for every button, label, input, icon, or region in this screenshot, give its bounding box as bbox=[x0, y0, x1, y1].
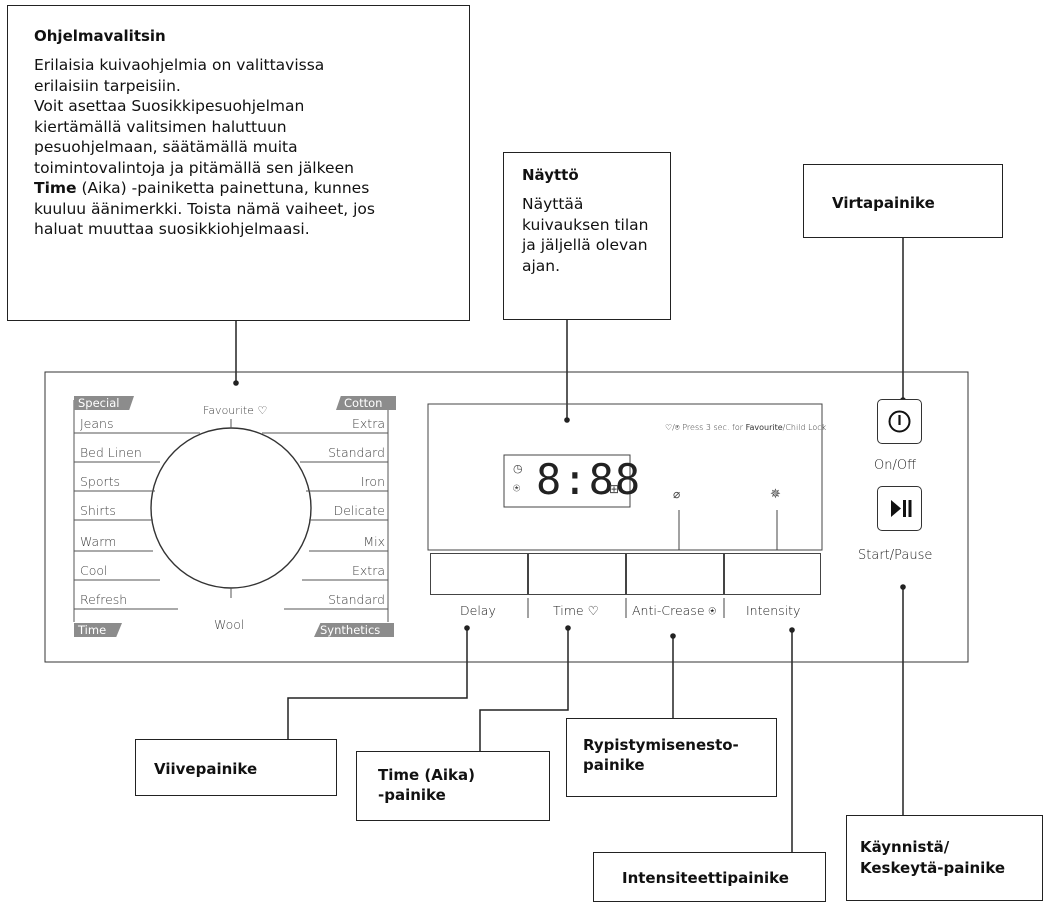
dial-program-right[interactable]: Extra bbox=[352, 563, 385, 578]
dial-program-right[interactable]: Iron bbox=[360, 474, 385, 489]
selector-callout-line: kuuluu äänimerkki. Toista nämä vaiheet, … bbox=[34, 199, 375, 218]
selector-callout-line: erilaisiin tarpeisiin. bbox=[34, 76, 181, 95]
dial-program-left[interactable]: Refresh bbox=[80, 592, 128, 607]
display-callout-line: ja jäljellä olevan bbox=[522, 236, 648, 254]
heart-icon: ♡ bbox=[257, 404, 268, 417]
anticrease-callout-line: Rypistymisenesto- bbox=[583, 736, 739, 754]
grid-icon: ⊞ bbox=[609, 482, 620, 496]
child-lock-icon: ⍟ bbox=[513, 481, 521, 495]
program-dial[interactable] bbox=[151, 428, 311, 588]
startpause-label: Start/Pause bbox=[858, 548, 933, 563]
dial-program-left[interactable]: Jeans bbox=[80, 416, 114, 431]
hint-childlock: /Child Lock bbox=[782, 423, 827, 432]
time-tag: Time bbox=[74, 623, 122, 637]
startpause-callout-line: Käynnistä/ bbox=[860, 838, 950, 856]
power-callout-title: Virtapainike bbox=[832, 194, 935, 212]
heart-lock-icons: ♡/ bbox=[665, 423, 675, 432]
delay-button[interactable] bbox=[430, 553, 528, 595]
startpause-callout-line: Keskeytä-painike bbox=[860, 859, 1006, 877]
intensity-callout-title: Intensiteettipainike bbox=[622, 869, 789, 887]
sun-icon: ✵ bbox=[770, 486, 781, 501]
anticrease-label-text: Anti-Crease bbox=[632, 603, 705, 618]
delay-callout: Viivepainike bbox=[135, 739, 337, 796]
intensity-button[interactable] bbox=[724, 553, 821, 595]
intensity-label: Intensity bbox=[746, 603, 801, 618]
selector-callout-line: toimintovalintoja ja pitämällä sen jälke… bbox=[34, 158, 354, 177]
power-icon bbox=[888, 410, 911, 433]
time-label: Time ♡ bbox=[553, 603, 599, 618]
selector-callout-line: kiertämällä valitsimen haluttuun bbox=[34, 117, 287, 136]
dial-program-right[interactable]: Extra bbox=[352, 416, 385, 431]
display-hint: ♡/⍟ Press 3 sec. for Favourite/Child Loc… bbox=[665, 423, 826, 433]
anticrease-callout-line: painike bbox=[583, 756, 645, 774]
time-rest: (Aika) -painiketta painettuna, kunnes bbox=[76, 179, 370, 197]
time-callout: Time (Aika) -painike bbox=[356, 751, 550, 821]
dial-program-wool[interactable]: Wool bbox=[214, 617, 245, 632]
display-callout: Näyttö Näyttää kuivauksen tilan ja jälje… bbox=[503, 152, 671, 320]
dial-program-right[interactable]: Standard bbox=[328, 445, 385, 460]
play-pause-icon bbox=[891, 500, 912, 517]
special-tag: Special bbox=[74, 396, 134, 410]
anticrease-button[interactable] bbox=[626, 553, 724, 595]
selector-callout-line: Voit asettaa Suosikkipesuohjelman bbox=[34, 97, 305, 115]
child-lock-icon: ⍟ bbox=[708, 603, 717, 618]
hint-text: Press 3 sec. for bbox=[682, 423, 746, 432]
startpause-button[interactable] bbox=[877, 486, 922, 531]
display-callout-title: Näyttö bbox=[522, 166, 579, 184]
child-lock-icon: ⍟ bbox=[674, 423, 680, 432]
dial-program-right[interactable]: Delicate bbox=[333, 503, 385, 518]
favourite-label: Favourite ♡ bbox=[203, 404, 267, 417]
cotton-tag: Cotton bbox=[336, 396, 396, 410]
selector-callout-line: haluat muuttaa suosikkiohjelmaasi. bbox=[34, 220, 310, 238]
synthetics-tag: Synthetics bbox=[314, 623, 394, 637]
display-callout-line: kuivauksen tilan bbox=[522, 215, 649, 234]
dial-program-left[interactable]: Sports bbox=[80, 474, 121, 489]
clock-icon: ◷ bbox=[513, 463, 523, 475]
delay-label: Delay bbox=[460, 603, 496, 618]
selector-callout-line: Erilaisia kuivaohjelmia on valittavissa bbox=[34, 56, 325, 74]
time-button[interactable] bbox=[528, 553, 626, 595]
selector-callout-line: pesuohjelmaan, säätämällä muita bbox=[34, 138, 298, 156]
onoff-label: On/Off bbox=[874, 458, 917, 473]
display-callout-line: ajan. bbox=[522, 256, 561, 275]
startpause-callout: Käynnistä/ Keskeytä-painike bbox=[846, 815, 1043, 901]
anticrease-label: Anti-Crease ⍟ bbox=[632, 603, 716, 619]
intensity-callout: Intensiteettipainike bbox=[593, 852, 826, 902]
selector-callout-time-line: Time (Aika) -painiketta painettuna, kunn… bbox=[34, 178, 469, 199]
time-callout-line: Time (Aika) bbox=[378, 766, 475, 784]
time-callout-line: -painike bbox=[378, 786, 446, 804]
dial-program-left[interactable]: Cool bbox=[80, 563, 108, 578]
favourite-text: Favourite bbox=[203, 404, 254, 417]
time-keyword: Time bbox=[34, 179, 77, 197]
dial-program-left[interactable]: Shirts bbox=[80, 503, 116, 518]
heart-icon: ♡ bbox=[587, 603, 599, 618]
dial-program-right[interactable]: Mix bbox=[363, 534, 385, 549]
selector-callout: Ohjelmavalitsin Erilaisia kuivaohjelmia … bbox=[7, 5, 470, 321]
dial-program-left[interactable]: Bed Linen bbox=[80, 445, 142, 460]
display-digits: 8:88 bbox=[536, 455, 642, 504]
power-callout: Virtapainike bbox=[803, 164, 1003, 238]
hint-favourite: Favourite bbox=[745, 423, 783, 432]
selector-callout-title: Ohjelmavalitsin bbox=[34, 27, 166, 45]
onoff-button[interactable] bbox=[877, 399, 922, 444]
leaf-icon: ⌀ bbox=[673, 487, 681, 501]
delay-callout-title: Viivepainike bbox=[154, 760, 258, 778]
dial-program-left[interactable]: Warm bbox=[80, 534, 117, 549]
time-label-text: Time bbox=[553, 603, 584, 618]
display-callout-line: Näyttää bbox=[522, 195, 584, 213]
dial-program-right[interactable]: Standard bbox=[328, 592, 385, 607]
anticrease-callout: Rypistymisenesto- painike bbox=[566, 718, 777, 797]
